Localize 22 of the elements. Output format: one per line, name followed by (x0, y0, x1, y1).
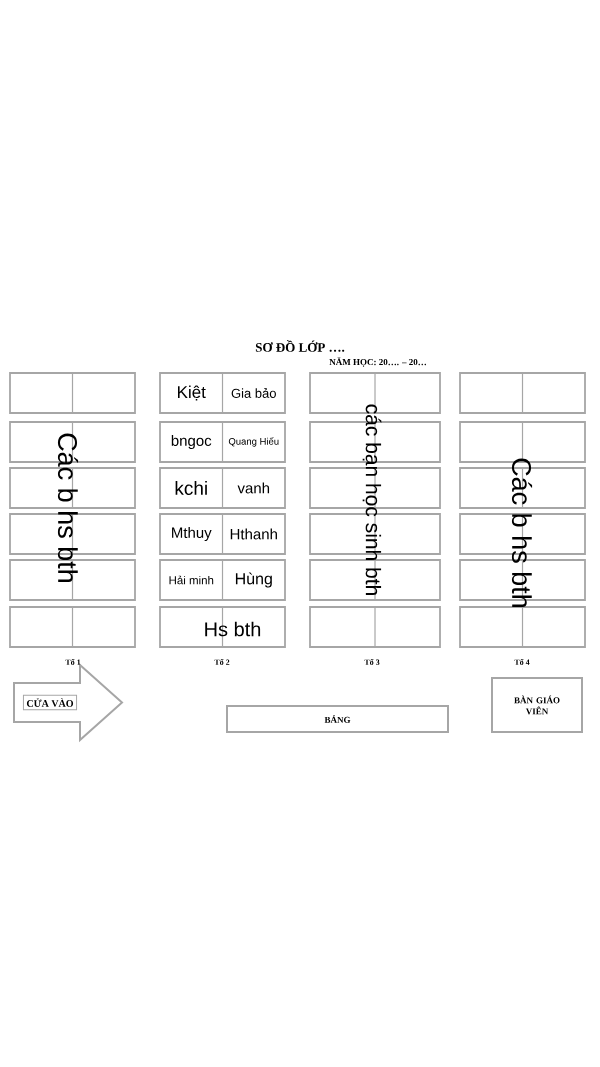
teacher-desk: BÀN GIÁO VIÊN (491, 677, 583, 733)
group-label: Tổ 4 (514, 659, 530, 665)
vertical-note: các bạn học sinh bth (362, 404, 382, 595)
desk (459, 372, 586, 414)
desk (9, 372, 136, 414)
desk: Kiệt Gia bảo (159, 372, 286, 414)
desk: Mthuy Hthanh (159, 513, 286, 555)
desk (459, 606, 586, 648)
vertical-note: Các b hs bth (57, 433, 79, 582)
group-label: Tổ 2 (214, 659, 230, 665)
desk: Hs bth (159, 606, 286, 648)
desk (309, 559, 441, 601)
board: BẢNG (226, 705, 449, 733)
vertical-note: Các b hs bth (511, 458, 533, 607)
desk: bngoc Quang Hiếu (159, 421, 286, 463)
desk: kchi vanh (159, 467, 286, 509)
desk: Hải minh Hùng (159, 559, 286, 601)
group-label: Tổ 3 (364, 659, 380, 665)
group-label: Tổ 1 (65, 659, 81, 665)
desk (9, 606, 136, 648)
desk (309, 606, 441, 648)
title: SƠ ĐỒ LỚP …. (255, 340, 345, 352)
